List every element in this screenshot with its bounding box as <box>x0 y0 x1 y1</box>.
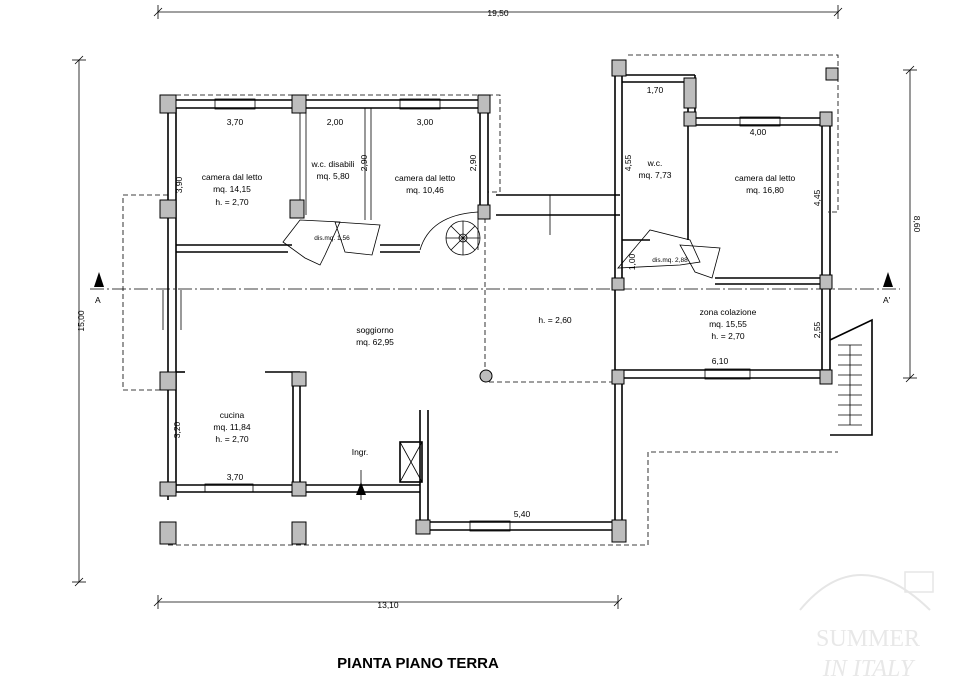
walls <box>162 60 831 532</box>
section-arrow-right-icon <box>883 272 893 287</box>
dim-cucina-width: 3,70 <box>227 472 244 482</box>
dim-camera1-width: 3,70 <box>227 117 244 127</box>
dis-right-label: dis.mq. 2,88 <box>652 257 688 264</box>
hall-height: h. = 2,60 <box>538 315 572 325</box>
camera3-name: camera dal letto <box>735 173 796 183</box>
dim-bottom-ext-width: 5,40 <box>514 509 531 519</box>
cucina-height: h. = 2,70 <box>215 434 249 444</box>
dim-camera2-width: 3,00 <box>417 117 434 127</box>
section-arrow-left-icon <box>94 272 104 287</box>
entrance-label: Ingr. <box>352 447 369 457</box>
soggiorno-area: mq. 62,95 <box>356 337 394 347</box>
wc-disabili-area: mq. 5,80 <box>316 171 349 181</box>
section-marker-left: A <box>95 295 101 305</box>
cucina-name: cucina <box>220 410 245 420</box>
camera1-name: camera dal letto <box>202 172 263 182</box>
cucina-area: mq. 11,84 <box>213 422 250 432</box>
watermark: SUMMER IN ITALY <box>799 571 934 682</box>
doors <box>282 211 721 279</box>
spiral-stair-icon <box>445 220 481 256</box>
wc-right-area: mq. 7,73 <box>638 170 671 180</box>
room-labels: camera dal letto mq. 14,15 h. = 2,70 w.c… <box>202 158 796 457</box>
camera3-area: mq. 16,80 <box>746 185 784 195</box>
dim-camera1-height: 3,90 <box>174 176 184 193</box>
wc-right-name: w.c. <box>647 158 663 168</box>
plan-title: PIANTA PIANO TERRA <box>337 655 499 672</box>
wc-disabili-name: w.c. disabili <box>311 159 355 169</box>
dim-dis-right-height: 1,00 <box>627 253 637 270</box>
dimension-lines <box>72 5 917 609</box>
camera2-name: camera dal letto <box>395 173 456 183</box>
section-marker-right: A' <box>883 295 891 305</box>
entrance-arrow-icon <box>356 470 366 500</box>
dim-colazione-height: 2,55 <box>812 321 822 338</box>
dimension-texts: 19,50 15,00 8,60 13,10 3,70 2,00 3,00 3,… <box>76 8 922 610</box>
soggiorno-name: soggiorno <box>356 325 394 335</box>
dim-bottom-total: 13,10 <box>377 600 399 610</box>
section-axis <box>90 272 900 290</box>
camera1-area: mq. 14,15 <box>213 184 251 194</box>
dim-wc-width: 2,00 <box>327 117 344 127</box>
dim-left-total: 15,00 <box>76 310 86 332</box>
dim-top-total: 19,50 <box>487 8 509 18</box>
colazione-name: zona colazione <box>700 307 757 317</box>
camera2-area: mq. 10,46 <box>406 185 444 195</box>
dim-wc-right-height: 4,55 <box>623 154 633 171</box>
watermark-logo-icon <box>799 571 934 611</box>
colazione-area: mq. 15,55 <box>709 319 747 329</box>
chimney-icon <box>399 441 423 483</box>
colazione-height: h. = 2,70 <box>711 331 745 341</box>
dim-cucina-height: 3,20 <box>172 421 182 438</box>
dim-right-total: 8,60 <box>912 216 922 233</box>
dim-wc-height: 2,90 <box>359 154 369 171</box>
dim-camera3-height: 4,45 <box>812 189 822 206</box>
pillars <box>159 59 839 545</box>
dim-colazione-width: 6,10 <box>712 356 729 366</box>
watermark-line2: IN ITALY <box>822 656 916 682</box>
dim-camera2-height: 2,90 <box>468 154 478 171</box>
camera1-height: h. = 2,70 <box>215 197 249 207</box>
dim-camera3-width: 4,00 <box>750 127 767 137</box>
dis-left-label: dis.mq. 1,56 <box>314 235 350 242</box>
exterior-stair-icon <box>829 318 873 436</box>
dim-wc-right-width: 1,70 <box>647 85 664 95</box>
watermark-line1: SUMMER <box>816 626 920 652</box>
